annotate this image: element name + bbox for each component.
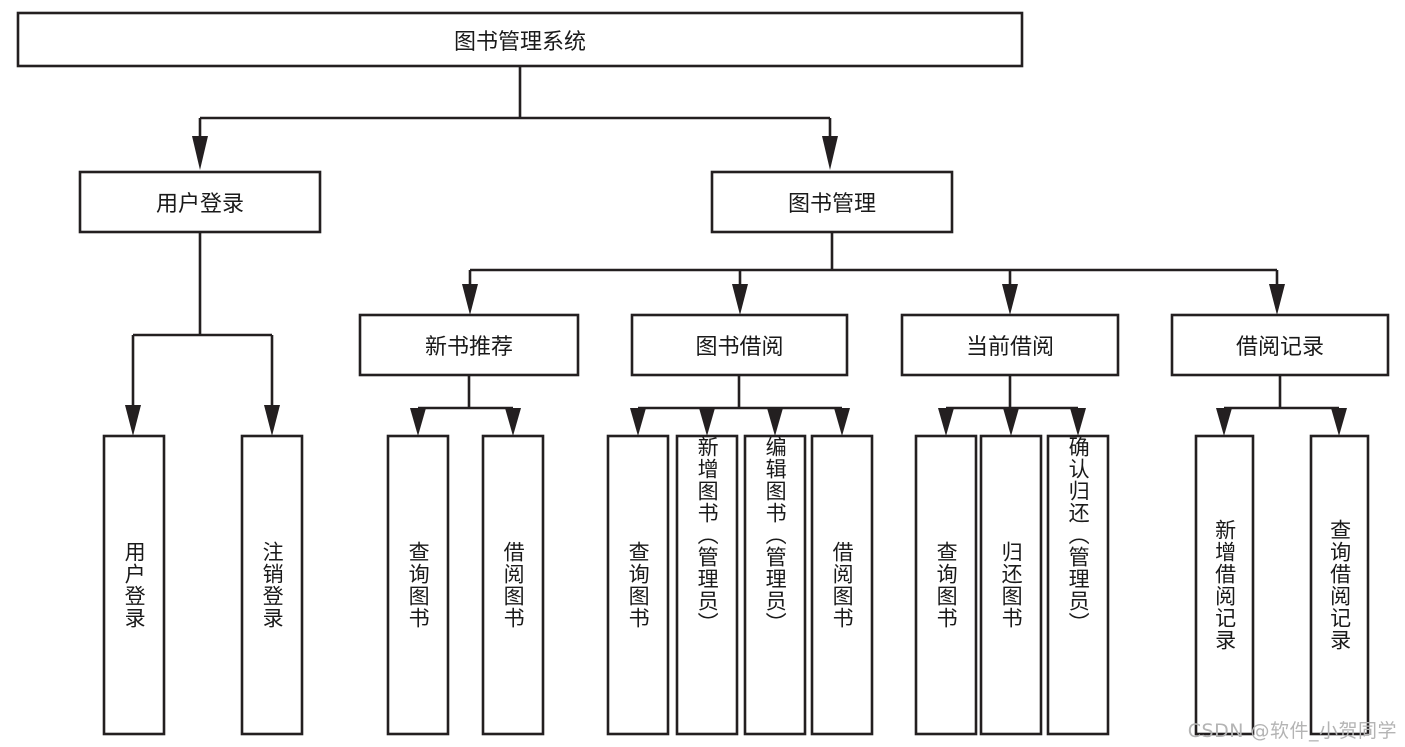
node-book-manage-box[interactable] [710, 170, 954, 234]
arrow-head-borrow-record [1269, 284, 1285, 315]
arrow-head-book-manage [822, 136, 838, 170]
node-borrow-record-box[interactable] [1170, 313, 1390, 377]
arrow-head-leaf-query-book-1 [410, 408, 426, 436]
node-leaf-borrow-book-1-box[interactable] [481, 434, 545, 736]
node-leaf-return-book-box[interactable] [979, 434, 1043, 736]
arrow-head-leaf-confirm-return [1070, 408, 1086, 436]
node-leaf-query-book-2-box[interactable] [606, 434, 670, 736]
node-leaf-query-book-1-box[interactable] [386, 434, 450, 736]
arrow-head-leaf-query-book-3 [938, 408, 954, 436]
node-leaf-borrow-book-2-box[interactable] [810, 434, 874, 736]
arrow-head-leaf-user-logout [264, 405, 280, 436]
node-new-book-recommend-box[interactable] [358, 313, 580, 377]
node-book-borrow-box[interactable] [630, 313, 849, 377]
node-leaf-user-logout-box[interactable] [240, 434, 304, 736]
arrow-head-leaf-query-book-2 [630, 408, 646, 436]
arrow-head-leaf-user-login [125, 405, 141, 436]
arrow-head-leaf-return-book [1003, 408, 1019, 436]
node-leaf-query-book-3-box[interactable] [914, 434, 978, 736]
arrow-head-leaf-query-record [1331, 408, 1347, 436]
node-leaf-confirm-return-box[interactable] [1046, 434, 1110, 736]
arrow-head-leaf-add-record [1216, 408, 1232, 436]
arrow-head-leaf-borrow-book-2 [834, 408, 850, 436]
node-leaf-user-login-box[interactable] [102, 434, 166, 736]
node-leaf-add-record-box[interactable] [1194, 434, 1255, 736]
arrow-head-leaf-borrow-book-1 [505, 408, 521, 436]
csdn-watermark: CSDN @软件_小贺同学 [1187, 720, 1397, 742]
node-user-login-box[interactable] [78, 170, 322, 234]
node-leaf-add-book-box[interactable] [675, 434, 739, 736]
node-leaf-query-record-box[interactable] [1309, 434, 1370, 736]
arrow-head-current-borrow [1002, 284, 1018, 315]
node-current-borrow-box[interactable] [900, 313, 1120, 377]
arrow-head-new-book-recommend [462, 284, 478, 315]
arrow-head-book-borrow [732, 284, 748, 315]
arrow-head-leaf-edit-book [767, 408, 783, 436]
node-root-box[interactable] [16, 11, 1024, 68]
node-leaf-edit-book-box[interactable] [743, 434, 807, 736]
arrow-head-user-login [192, 136, 208, 170]
arrow-head-leaf-add-book [699, 408, 715, 436]
